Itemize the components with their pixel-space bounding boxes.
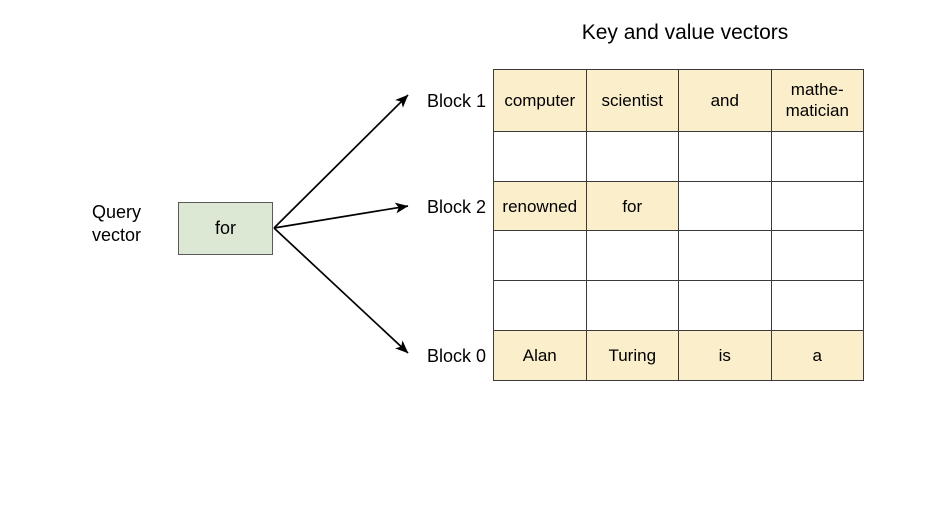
kv-cell-empty[interactable] (586, 231, 679, 282)
kv-cell-text: computer (504, 90, 576, 110)
kv-cell-empty[interactable] (586, 281, 679, 332)
key-value-vectors-grid: computer scientist and mathe-matician renown… (493, 69, 864, 382)
kv-cell-empty[interactable] (771, 281, 864, 332)
kv-cell-text: a (812, 346, 822, 366)
kv-cell-empty[interactable] (679, 181, 772, 232)
kv-cell-empty[interactable] (494, 231, 587, 282)
kv-cell-text: mathe-matician (785, 80, 849, 121)
kv-cell-token[interactable]: is (679, 331, 772, 382)
kv-cell-empty[interactable] (679, 231, 772, 282)
kv-cell-token[interactable]: and (679, 70, 772, 132)
kv-cell-empty[interactable] (771, 231, 864, 282)
kv-grid-row: Alan Turing is a (494, 331, 864, 382)
kv-cell-empty[interactable] (771, 131, 864, 182)
kv-cell-empty[interactable] (679, 281, 772, 332)
arrow-to-block-2 (273, 202, 409, 229)
kv-grid-row (494, 131, 864, 182)
kv-cell-token[interactable]: for (586, 181, 679, 232)
page-title: Key and value vectors (581, 21, 789, 44)
query-vector-label-line1: Query (92, 202, 142, 222)
query-vector-label: Query vector (92, 201, 172, 247)
kv-cell-token[interactable]: Turing (586, 331, 679, 382)
kv-cell-text: Turing (608, 346, 657, 366)
kv-grid-row (494, 231, 864, 282)
kv-cell-token[interactable]: renowned (494, 181, 587, 232)
kv-cell-text: is (718, 346, 731, 366)
kv-cell-token[interactable]: mathe-matician (771, 70, 864, 132)
kv-grid-row: computer scientist and mathe-matician (494, 70, 864, 132)
query-vector-box[interactable]: for (178, 202, 273, 255)
kv-grid-row: renowned for (494, 181, 864, 232)
kv-cell-text: and (710, 90, 739, 110)
kv-cell-text: for (622, 196, 643, 216)
block-label-block-1: Block 1 (426, 91, 486, 111)
query-to-block-arrows (273, 94, 409, 354)
kv-cell-text: scientist (601, 90, 663, 110)
kv-cell-empty[interactable] (771, 181, 864, 232)
kv-cell-empty[interactable] (494, 281, 587, 332)
kv-grid-row (494, 281, 864, 332)
kv-cell-empty[interactable] (494, 131, 587, 182)
kv-cell-token[interactable]: computer (494, 70, 587, 132)
kv-cell-empty[interactable] (586, 131, 679, 182)
kv-cell-text: Alan (522, 346, 557, 366)
arrow-to-block-1 (273, 94, 409, 229)
block-label-block-2: Block 2 (426, 197, 486, 217)
query-vector-label-line2: vector (92, 225, 142, 245)
arrow-to-block-0 (273, 227, 409, 354)
kv-cell-token[interactable]: Alan (494, 331, 587, 382)
kv-cell-empty[interactable] (679, 131, 772, 182)
kv-cell-text: renowned (502, 196, 578, 216)
kv-cell-token[interactable]: a (771, 331, 864, 382)
block-label-block-0: Block 0 (426, 346, 486, 366)
kv-cell-token[interactable]: scientist (586, 70, 679, 132)
query-vector-token: for (214, 218, 236, 238)
